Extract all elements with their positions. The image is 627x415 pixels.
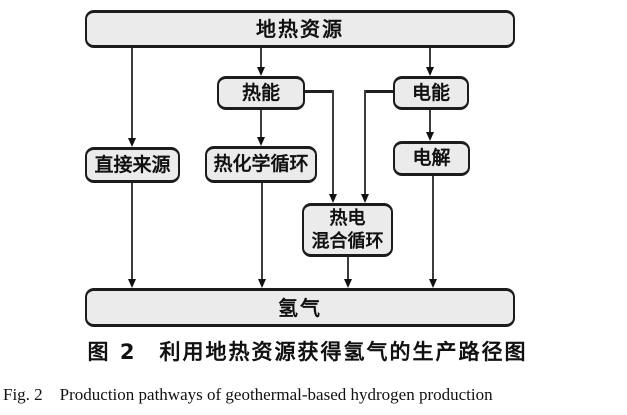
arrowhead-icon — [426, 67, 434, 76]
figure-caption-en: Fig. 2 Production pathways of geothermal… — [3, 385, 493, 404]
arrowhead-icon — [426, 132, 434, 141]
arrowhead-icon — [258, 279, 266, 288]
edge-electrolysis-to-hydrogen-line — [432, 176, 434, 280]
node-geothermal-resource: 地热资源 — [85, 10, 515, 48]
node-thermochemical-cycle: 热化学循环 — [205, 146, 317, 183]
edge-thermal-to-hybrid-vline — [332, 90, 334, 195]
figure-caption-zh: 图 2 利用地热资源获得氢气的生产路径图 — [87, 340, 528, 364]
arrowhead-icon — [329, 194, 337, 203]
edge-thermal-to-thermochemical-line — [260, 110, 262, 138]
arrowhead-icon — [429, 279, 437, 288]
node-electric-energy: 电能 — [393, 76, 469, 110]
edge-thermochemical-to-hydrogen-line — [261, 183, 263, 280]
edge-geothermal-to-thermal-line — [260, 48, 262, 68]
node-thermal-energy: 热能 — [217, 76, 305, 110]
arrowhead-icon — [257, 67, 265, 76]
edge-direct-to-hydrogen-line — [131, 183, 133, 280]
node-thermoelectric-hybrid-cycle: 热电 混合循环 — [302, 203, 393, 257]
edge-electric-to-electrolysis-line — [429, 110, 431, 133]
node-electrolysis: 电解 — [393, 141, 470, 176]
edge-hybrid-to-hydrogen-line — [347, 257, 349, 280]
arrowhead-icon — [128, 138, 136, 147]
hybrid-cycle-label-line2: 混合循环 — [311, 231, 384, 252]
hybrid-cycle-label-line1: 热电 — [329, 207, 366, 229]
arrowhead-icon — [257, 137, 265, 146]
arrowhead-icon — [361, 194, 369, 203]
node-hydrogen: 氢气 — [85, 288, 515, 327]
node-direct-source: 直接来源 — [85, 147, 180, 183]
arrowhead-icon — [128, 279, 136, 288]
edge-electric-to-hybrid-vline — [364, 90, 366, 195]
edge-thermal-to-hybrid-hline — [305, 90, 334, 93]
edge-geothermal-to-electric-line — [429, 48, 431, 68]
arrowhead-icon — [344, 279, 352, 288]
edge-electric-to-hybrid-hline — [364, 90, 393, 93]
edge-geothermal-to-direct-line — [131, 48, 133, 139]
